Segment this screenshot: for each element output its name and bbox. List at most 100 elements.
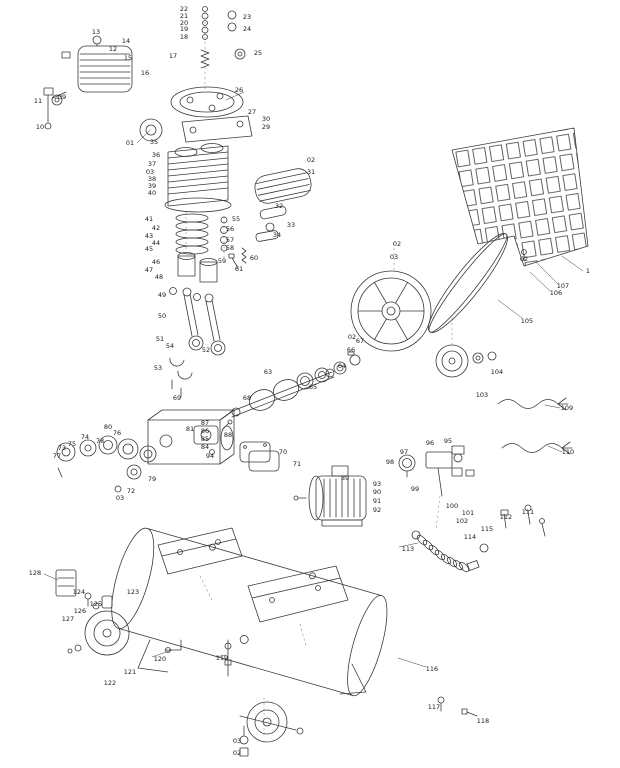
part-callout-63: 63 [263, 367, 273, 376]
pressure-switch-drawing [398, 445, 475, 497]
part-callout-11: 11 [33, 96, 43, 105]
part-callout-59: 59 [217, 256, 227, 265]
part-callout-52: 52 [201, 345, 211, 354]
pulley-drawing [435, 344, 497, 378]
part-callout-40: 40 [147, 188, 157, 197]
part-callout-65: 65 [308, 382, 318, 391]
part-callout-104: 104 [490, 367, 504, 376]
part-callout-76: 76 [112, 428, 122, 437]
part-callout-127: 127 [61, 614, 75, 623]
wheels-drawing [67, 610, 304, 743]
part-callout-43: 43 [144, 231, 154, 240]
part-callout-02: 02 [347, 332, 357, 341]
pipe-drawing [164, 639, 232, 677]
part-callout-24: 24 [242, 24, 252, 33]
part-callout-122: 122 [103, 678, 117, 687]
part-callout-12: 12 [108, 44, 118, 53]
part-callout-117: 117 [427, 702, 441, 711]
part-callout-95: 95 [443, 436, 453, 445]
part-callout-03: 03 [115, 493, 125, 502]
part-callout-03: 03 [145, 167, 155, 176]
valve-plate-drawing [139, 86, 253, 143]
part-callout-102: 102 [455, 516, 469, 525]
part-callout-1: 1 [585, 266, 591, 275]
finned-cover-drawing [254, 168, 312, 204]
part-callout-84: 84 [200, 442, 210, 451]
part-callout-125: 125 [89, 599, 103, 608]
part-callout-34: 34 [272, 230, 282, 239]
part-callout-109: 109 [560, 403, 574, 412]
part-callout-10: 10 [35, 122, 45, 131]
part-callout-121: 121 [123, 667, 137, 676]
part-callout-23: 23 [242, 12, 252, 21]
leader-lines [43, 91, 584, 668]
part-callout-02: 02 [519, 254, 529, 263]
part-callout-18: 18 [179, 32, 189, 41]
part-callout-74: 74 [80, 432, 90, 441]
part-callout-09: 09 [57, 92, 67, 101]
part-callout-94: 94 [205, 451, 215, 460]
part-callout-119: 119 [215, 653, 229, 662]
part-callout-81: 81 [185, 424, 195, 433]
valve-stack-drawing [200, 6, 246, 69]
part-callout-17: 17 [168, 51, 178, 60]
part-callout-60: 60 [249, 253, 259, 262]
part-callout-21: 21 [179, 11, 189, 20]
part-callout-126: 126 [73, 606, 87, 615]
part-callout-42: 42 [151, 223, 161, 232]
part-callout-46: 46 [151, 257, 161, 266]
part-callout-30: 30 [261, 114, 271, 123]
exploded-axis-lines [185, 11, 453, 737]
part-callout-98: 98 [385, 457, 395, 466]
part-callout-116: 116 [425, 664, 439, 673]
part-callout-56: 56 [225, 224, 235, 233]
part-callout-16: 16 [140, 68, 150, 77]
part-callout-29: 29 [261, 122, 271, 131]
part-callout-01: 01 [125, 138, 135, 147]
part-callout-48: 48 [154, 272, 164, 281]
part-callout-97: 97 [399, 447, 409, 456]
bottom-fitting-drawing [239, 725, 249, 757]
part-callout-87: 87 [200, 418, 210, 427]
part-callout-93: 93 [372, 479, 382, 488]
part-callout-51: 51 [155, 334, 165, 343]
part-callout-128: 128 [28, 568, 42, 577]
part-callout-72: 72 [126, 486, 136, 495]
part-callout-45: 45 [144, 244, 154, 253]
small-valve-parts-drawing [220, 216, 247, 269]
part-callout-61: 61 [234, 264, 244, 273]
fasteners-right-drawing [500, 504, 546, 537]
belt-guard-drawing [451, 127, 589, 267]
part-callout-111: 111 [521, 507, 535, 516]
part-callout-112: 112 [499, 512, 513, 521]
part-callout-31: 31 [306, 167, 316, 176]
part-callout-91: 91 [372, 496, 382, 505]
pump-head-assembly-drawing [43, 35, 133, 130]
part-callout-96: 96 [425, 438, 435, 447]
part-callout-92: 92 [372, 505, 382, 514]
part-callout-15: 15 [123, 53, 133, 62]
part-callout-70: 70 [278, 447, 288, 456]
cables-drawing [497, 397, 573, 455]
flanges-drawing [56, 435, 157, 493]
part-callout-71: 71 [292, 459, 302, 468]
connecting-rods-drawing [169, 287, 226, 398]
part-callout-105: 105 [520, 316, 534, 325]
cylinder-block-drawing [164, 143, 232, 213]
part-callout-99: 99 [410, 484, 420, 493]
part-callout-80: 80 [103, 422, 113, 431]
hose-drawing [411, 530, 489, 573]
drain-valve-drawing [437, 696, 478, 717]
part-callout-35: 35 [149, 137, 159, 146]
part-callout-50: 50 [157, 311, 167, 320]
part-callout-90: 90 [372, 487, 382, 496]
part-callout-02: 02 [392, 239, 402, 248]
part-callout-44: 44 [151, 238, 161, 247]
part-callout-02: 02 [232, 748, 242, 757]
pistons-drawing [169, 252, 218, 301]
part-callout-02: 02 [306, 155, 316, 164]
motor-drawing [293, 465, 367, 527]
part-callout-73: 73 [57, 443, 67, 452]
